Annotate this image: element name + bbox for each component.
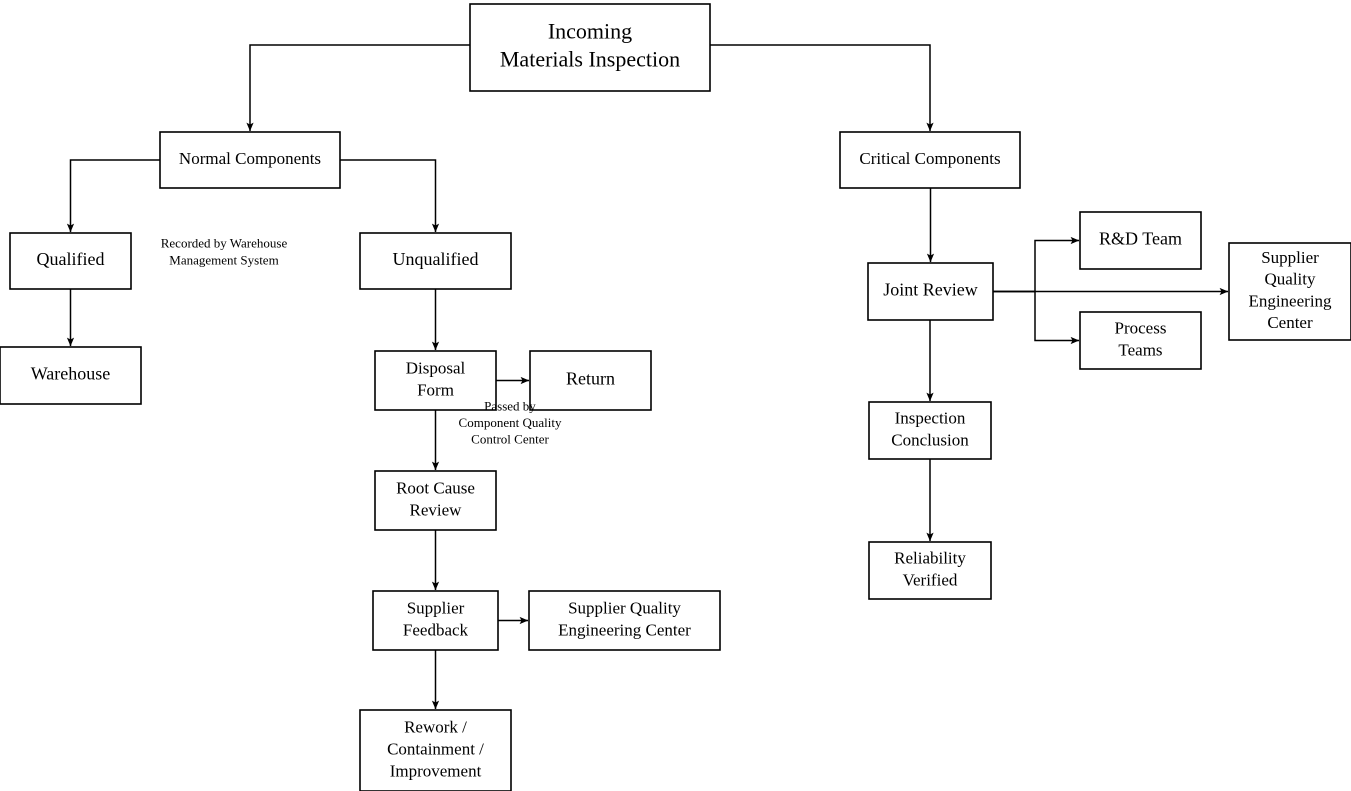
node-box-supplier-feedback: [372, 590, 499, 651]
edge-incoming-to-normal: [246, 44, 470, 132]
node-return-box[interactable]: Return: [529, 350, 652, 411]
node-box-reliability-verified: [868, 541, 992, 600]
edge-joint-review-to-rd-team: [993, 236, 1080, 293]
edge-normal-to-qualified: [66, 159, 160, 233]
node-box-normal-components: [159, 131, 341, 189]
node-box-rd-team: [1079, 211, 1202, 270]
node-rework[interactable]: Rework /Containment /Improvement: [359, 709, 512, 791]
node-label-normal-components: Normal Components: [179, 149, 321, 168]
node-box-disposal-form: [374, 350, 497, 411]
node-rd-team[interactable]: R&D Team: [1079, 211, 1202, 270]
node-qualified[interactable]: Qualified: [9, 232, 132, 290]
node-label-joint-review: Joint Review: [883, 280, 978, 300]
node-box-return-box: [529, 350, 652, 411]
node-label-warehouse: Warehouse: [31, 364, 111, 384]
node-label-unqualified: Unqualified: [393, 249, 479, 269]
node-box-rework: [359, 709, 512, 791]
node-box-process-teams: [1079, 311, 1202, 370]
node-box-inspection-conclusion: [868, 401, 992, 460]
node-label-rework: Rework /Containment /Improvement: [387, 718, 484, 781]
edge-normal-to-unqualified: [340, 159, 440, 233]
node-box-root-cause-review: [374, 470, 497, 531]
node-box-qualified: [9, 232, 132, 290]
node-normal-components[interactable]: Normal Components: [159, 131, 341, 189]
edge-joint-review-to-process-teams: [993, 290, 1080, 345]
edges-layer: [66, 44, 1229, 710]
node-box-incoming: [469, 3, 711, 92]
node-box-sqec-right: [1228, 242, 1351, 341]
node-label-rd-team: R&D Team: [1099, 229, 1182, 249]
node-joint-review[interactable]: Joint Review: [867, 262, 994, 321]
node-unqualified[interactable]: Unqualified: [359, 232, 512, 290]
edge-incoming-to-critical: [710, 44, 934, 132]
node-box-unqualified: [359, 232, 512, 290]
node-label-qualified: Qualified: [37, 249, 105, 269]
node-box-warehouse: [0, 346, 142, 405]
node-label-return-box: Return: [566, 369, 615, 389]
node-box-joint-review: [867, 262, 994, 321]
node-box-critical-components: [839, 131, 1021, 189]
node-warehouse[interactable]: Warehouse: [0, 346, 142, 405]
node-label-critical-components: Critical Components: [859, 149, 1000, 168]
node-critical-components[interactable]: Critical Components: [839, 131, 1021, 189]
node-box-sqec-middle: [528, 590, 721, 651]
